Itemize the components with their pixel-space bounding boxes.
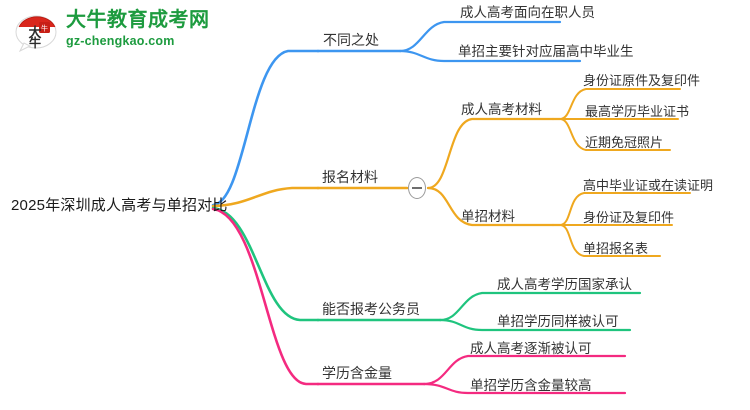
leaf-node-2-2-2[interactable]: 身份证及复印件: [583, 210, 675, 225]
logo-title: 大牛教育成考网: [66, 9, 210, 31]
leaf-node-4-2[interactable]: 单招学历含金量较高: [470, 378, 592, 393]
connector-root-to-branch1: [211, 49, 320, 207]
svg-text:大: 大: [28, 25, 41, 41]
leaf-node-3-2[interactable]: 单招学历同样被认可: [497, 314, 619, 329]
mindmap-root-node[interactable]: 2025年深圳成人高考与单招对比: [11, 197, 228, 214]
branch-node-nengfou-baokao-gongwuyuan[interactable]: 能否报考公务员: [322, 301, 420, 317]
branch-node-baoming-cailiao[interactable]: 报名材料: [322, 169, 378, 185]
connector-root-to-branch2: [211, 186, 320, 208]
leaf-node-2-2-1[interactable]: 高中毕业证或在读证明: [583, 178, 714, 193]
branch-node-butongzhichu[interactable]: 不同之处: [323, 32, 379, 48]
logo-text-block: 大牛教育成考网 gz-chengkao.com: [66, 8, 210, 49]
leaf-node-2-2-3[interactable]: 单招报名表: [583, 241, 649, 256]
leaf-node-4-1[interactable]: 成人高考逐渐被认可: [470, 341, 592, 356]
collapse-toggle-baoming-cailiao[interactable]: [408, 177, 426, 199]
site-logo[interactable]: 牛 大 牛 大牛教育成考网 gz-chengkao.com: [14, 8, 224, 56]
leaf-node-1-2[interactable]: 单招主要针对应届高中毕业生: [458, 44, 634, 59]
daniu-logo-mark: 牛 大 牛: [15, 15, 57, 52]
branch-node-xueli-hanjinliang[interactable]: 学历含金量: [322, 365, 392, 381]
svg-text:牛: 牛: [41, 24, 48, 33]
sub-node-danzhao-cailiao[interactable]: 单招材料: [461, 209, 515, 224]
logo-subtitle: gz-chengkao.com: [66, 34, 175, 48]
leaf-node-3-1[interactable]: 成人高考学历国家承认: [497, 277, 632, 292]
leaf-node-2-1-2[interactable]: 最高学历毕业证书: [585, 104, 690, 119]
sub-node-chengren-gaokao-cailiao[interactable]: 成人高考材料: [461, 102, 542, 117]
connector-root-to-branch3: [211, 206, 320, 322]
leaf-node-1-1[interactable]: 成人高考面向在职人员: [460, 5, 595, 20]
connector-root-to-branch4: [211, 207, 320, 386]
leaf-node-2-1-3[interactable]: 近期免冠照片: [585, 135, 664, 150]
connector-branch2-sub1: [426, 117, 555, 190]
leaf-node-2-1-1[interactable]: 身份证原件及复印件: [583, 73, 701, 88]
svg-text:牛: 牛: [29, 35, 41, 50]
